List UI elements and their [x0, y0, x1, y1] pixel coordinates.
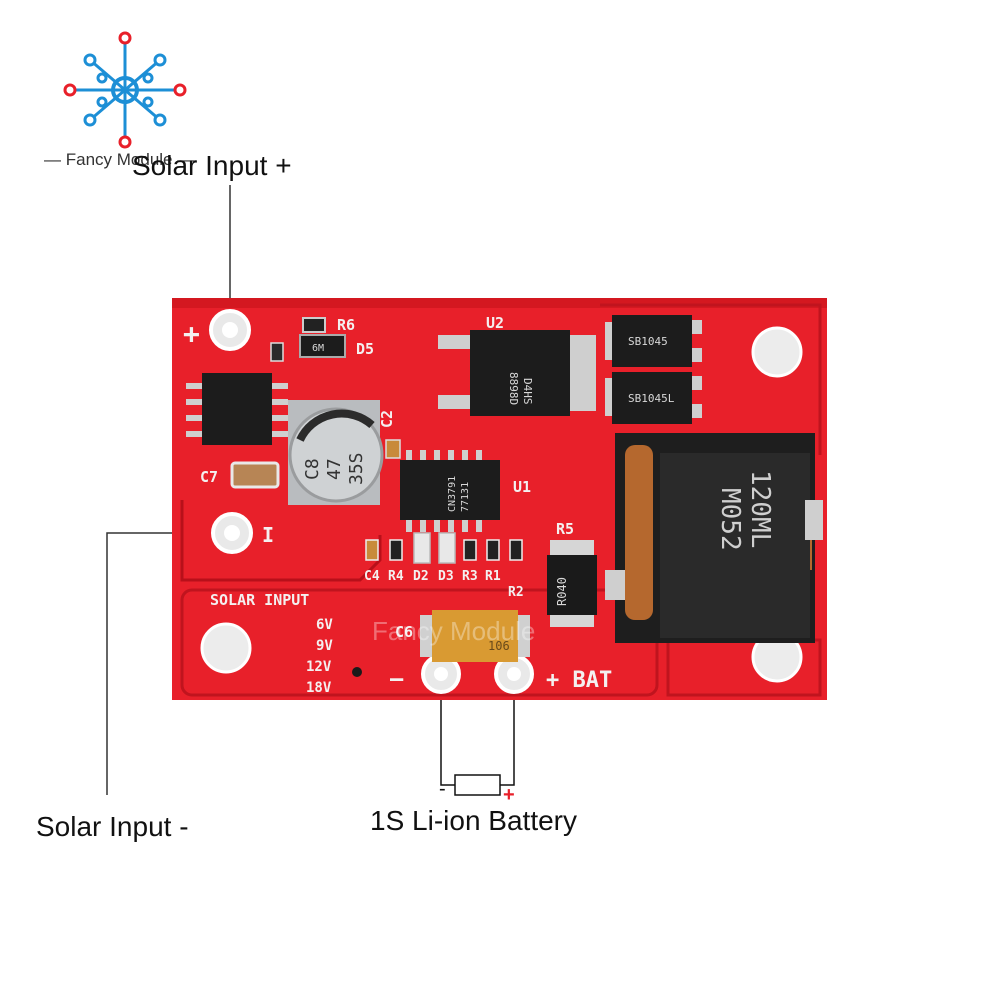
r5-marking: R040	[555, 577, 569, 606]
u2-regulator	[438, 330, 596, 416]
bat-minus-label: —	[390, 667, 404, 692]
r4-label: R4	[388, 569, 404, 584]
schottky-diode-2	[605, 372, 702, 424]
u1-label: U1	[513, 478, 531, 496]
inductor	[605, 433, 823, 643]
mount-hole-bl	[200, 622, 252, 674]
cap-marking-c8: C8	[302, 458, 323, 480]
pad-plus-label: +	[183, 317, 200, 350]
schottky-diode-1	[605, 315, 702, 367]
c4-label: C4	[364, 569, 380, 584]
circuit-logo-icon	[63, 31, 187, 149]
u1-chip	[400, 450, 500, 532]
solar-input-positive-callout: Solar Input +	[132, 150, 292, 181]
diode2-marking: SB1045L	[628, 392, 675, 405]
r6-resistor	[302, 317, 326, 333]
battery-pos-wire	[500, 680, 515, 786]
fancy-module-logo	[40, 30, 210, 180]
watermark: Fancy Module	[372, 616, 535, 646]
inductor-marking-1: 120ML	[745, 470, 775, 548]
diode1-marking: SB1045	[628, 335, 668, 348]
electrolytic-capacitor	[288, 400, 384, 505]
r5-sense-resistor	[547, 540, 597, 627]
d5-label: D5	[356, 340, 374, 358]
u2-marking-2: 8898D	[507, 372, 520, 405]
smd-row	[365, 532, 523, 564]
cap-marking-47: 47	[324, 458, 345, 480]
solar-input-negative-callout: Solar Input -	[36, 811, 189, 842]
r1-label: R1	[485, 569, 501, 584]
r6-label: R6	[337, 316, 355, 334]
battery-plus-mark: +	[503, 784, 515, 806]
r5-label: R5	[556, 520, 574, 538]
voltage-12v: 12V	[306, 659, 332, 675]
d3-label: D3	[438, 569, 454, 584]
r3-label: R3	[462, 569, 478, 584]
cap-marking-35s: 35S	[346, 452, 367, 485]
d5-marking: 6M	[312, 343, 324, 354]
soic-chip-left	[186, 373, 288, 445]
u2-marking-1: D4HS	[521, 378, 534, 405]
battery-callout: 1S Li-ion Battery	[370, 805, 577, 836]
pad-minus-label: I	[262, 523, 274, 547]
voltage-9v: 9V	[316, 638, 333, 654]
voltage-6v: 6V	[316, 617, 333, 633]
c7-label: C7	[200, 468, 218, 486]
d5-diode	[299, 334, 346, 358]
battery-symbol	[454, 774, 501, 796]
u1-marking-1: CN3791	[447, 476, 458, 512]
logo-wordmark: — Fancy Module —	[44, 150, 195, 169]
c6-marking: 106	[488, 639, 510, 653]
u2-label: U2	[486, 314, 504, 332]
c6-label: C6	[395, 623, 413, 641]
battery-neg-wire	[440, 680, 455, 786]
battery-minus-mark: -	[439, 778, 446, 800]
mount-hole-tr	[751, 326, 803, 378]
bat-plus-label: + BAT	[546, 668, 612, 693]
inductor-marking-2: M052	[715, 488, 745, 551]
c7-capacitor	[230, 461, 280, 489]
r2-label: R2	[508, 585, 524, 600]
voltage-18v: 18V	[306, 680, 332, 696]
c2-label: C2	[378, 410, 396, 428]
d2-label: D2	[413, 569, 429, 584]
solar-input-section-label: SOLAR INPUT	[210, 591, 309, 609]
c6-tantalum-capacitor	[420, 610, 530, 662]
u1-marking-2: 77131	[460, 482, 471, 512]
c2-capacitor	[385, 439, 401, 459]
